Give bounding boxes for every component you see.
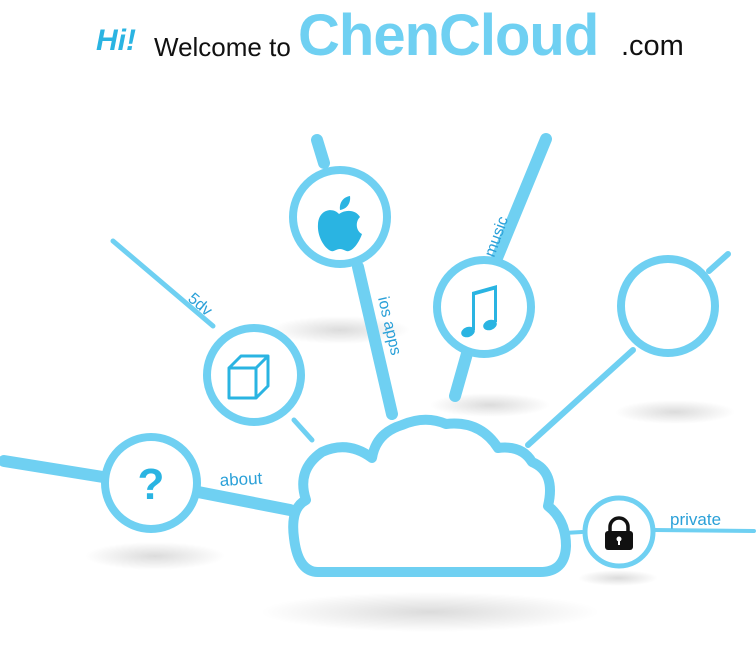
cube-icon — [227, 354, 270, 400]
shadows — [85, 316, 735, 632]
private-label[interactable]: private — [670, 510, 721, 529]
brand-name[interactable]: ChenCloud — [298, 3, 599, 68]
music-link[interactable]: music — [433, 214, 535, 358]
apple-logo-icon — [317, 196, 362, 252]
fivedv-label[interactable]: 5dv — [184, 290, 215, 320]
blank-link[interactable] — [617, 255, 719, 357]
question-mark-icon: ? — [138, 460, 165, 509]
welcome-text: Welcome to — [154, 32, 291, 62]
stems — [0, 133, 756, 535]
fivedv-link[interactable]: 5dv — [184, 290, 305, 426]
music-note-icon — [461, 285, 497, 338]
about-link[interactable]: ? about — [101, 433, 263, 533]
cloud-shape — [288, 414, 571, 577]
about-label[interactable]: about — [219, 469, 263, 490]
padlock-icon — [605, 516, 633, 550]
brand-domain: .com — [621, 30, 684, 62]
private-link[interactable]: private — [582, 495, 721, 569]
greeting: Hi! — [96, 24, 136, 57]
